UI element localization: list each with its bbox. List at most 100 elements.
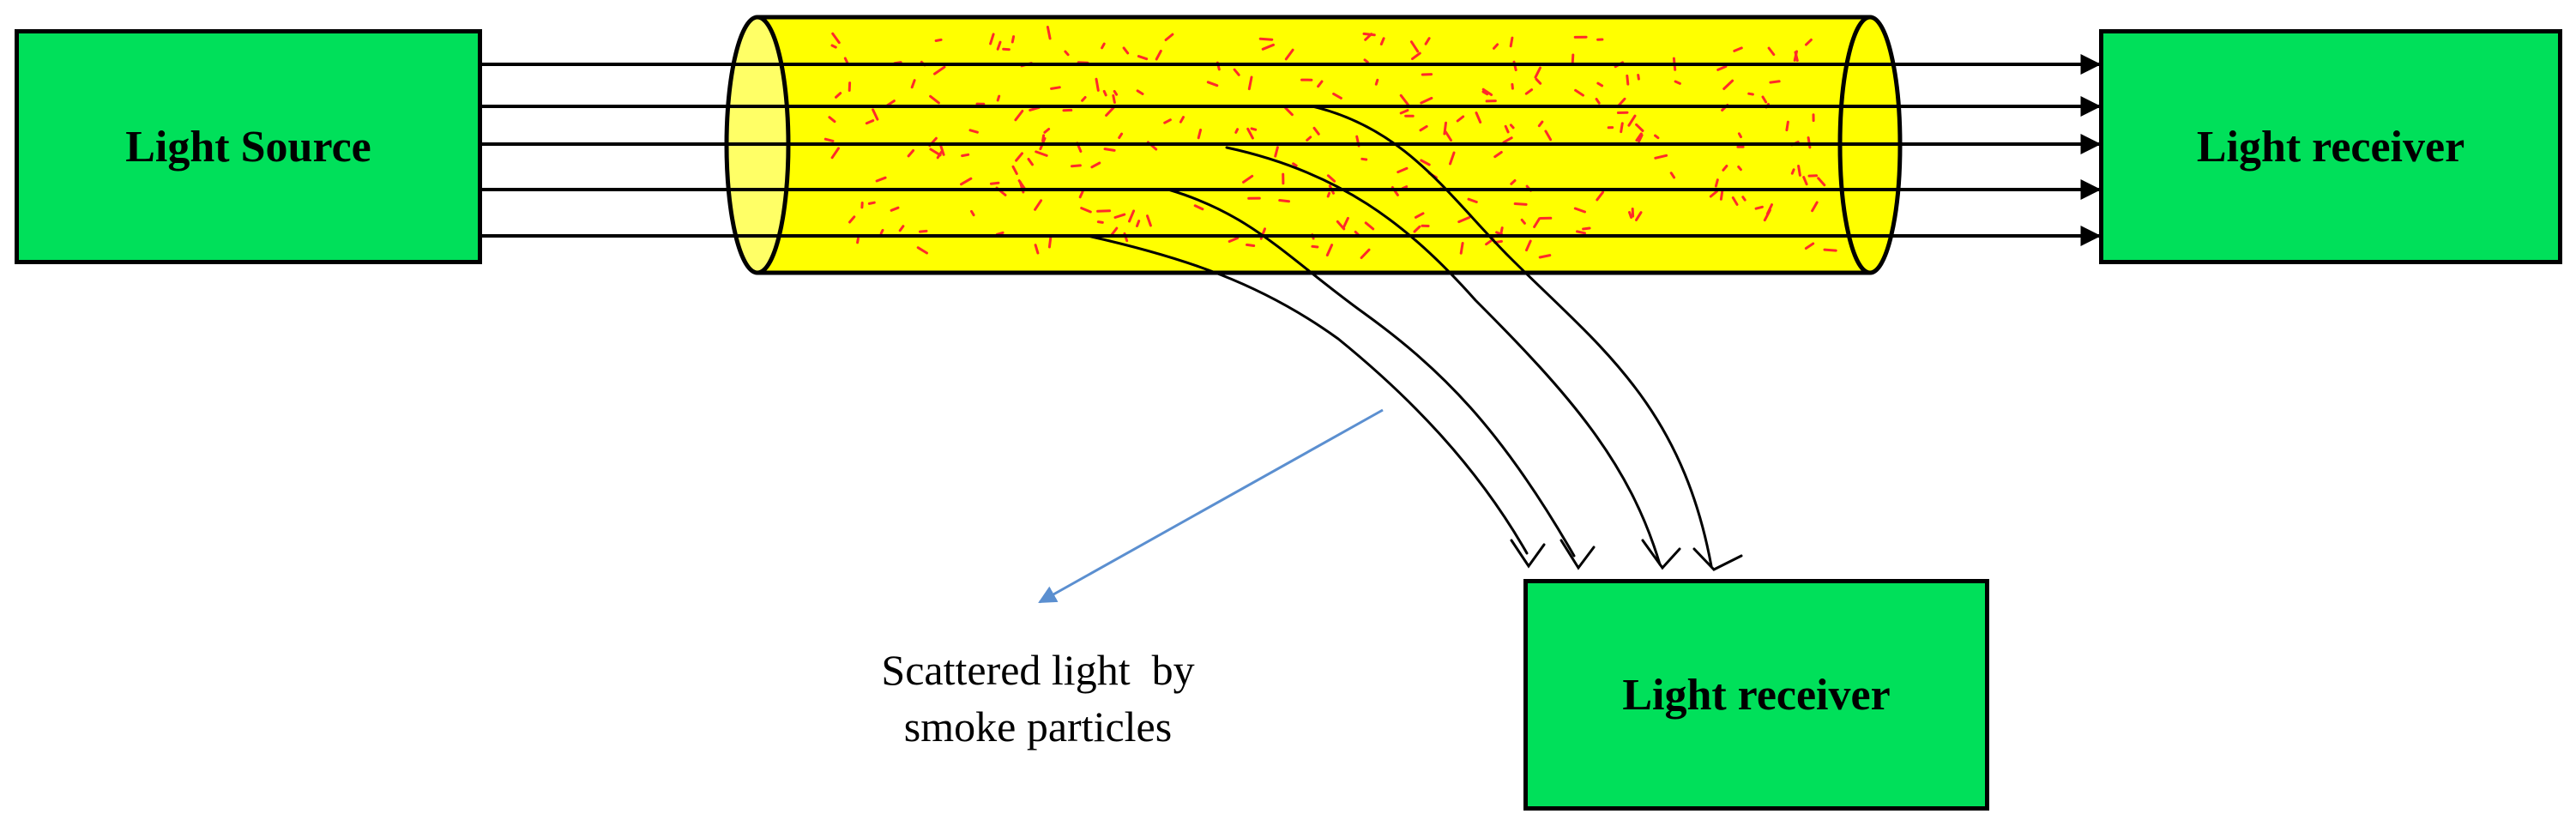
smoke-particle bbox=[933, 65, 946, 75]
smoke-particle bbox=[1332, 92, 1342, 99]
smoke-particle bbox=[1113, 89, 1119, 96]
smoke-particle bbox=[1250, 127, 1258, 131]
light-source-box: Light Source bbox=[15, 29, 482, 264]
smoke-particle bbox=[1737, 132, 1742, 139]
smoke-particle bbox=[1234, 128, 1240, 134]
smoke-particle bbox=[1533, 217, 1541, 228]
smoke-particle bbox=[1574, 88, 1584, 97]
smoke-particle bbox=[1193, 204, 1204, 211]
smoke-particle bbox=[910, 79, 916, 89]
scatter-receiver-box: Light receiver bbox=[1523, 579, 1989, 811]
smoke-particle bbox=[1419, 124, 1428, 132]
smoke-particle bbox=[989, 33, 995, 45]
smoke-particle bbox=[1722, 79, 1734, 90]
smoke-particle bbox=[1499, 226, 1504, 236]
smoke-particle bbox=[1002, 47, 1010, 51]
smoke-particle bbox=[1041, 134, 1046, 142]
smoke-particle bbox=[1628, 211, 1633, 219]
ray-tip-2 bbox=[1559, 539, 1596, 570]
smoke-particle bbox=[989, 181, 1000, 185]
smoke-particle bbox=[1080, 207, 1092, 214]
smoke-particle bbox=[828, 116, 836, 124]
smoke-particle bbox=[1509, 36, 1514, 48]
smoke-particle bbox=[1817, 177, 1826, 187]
smoke-particle bbox=[1493, 151, 1503, 159]
annotation-line-2: smoke particles bbox=[903, 702, 1173, 751]
smoke-particle bbox=[1047, 235, 1053, 249]
smoke-particle bbox=[1136, 89, 1144, 95]
smoke-particle bbox=[996, 94, 1001, 102]
smoke-particle bbox=[1459, 242, 1464, 255]
smoke-particle bbox=[961, 153, 970, 158]
smoke-particle bbox=[968, 129, 979, 134]
smoke-particle bbox=[929, 94, 940, 105]
smoke-particle bbox=[1716, 65, 1728, 71]
smoke-particle bbox=[856, 237, 860, 244]
scattered-light-annotation: Scattered light by smoke particles bbox=[772, 642, 1304, 755]
smoke-particle bbox=[1513, 202, 1528, 206]
smoke-particle bbox=[1793, 50, 1798, 62]
smoke-particle bbox=[1493, 43, 1499, 50]
smoke-particle bbox=[1635, 132, 1643, 142]
smoke-particle bbox=[1456, 115, 1465, 123]
smoke-particle bbox=[1103, 148, 1116, 152]
annotation-line-1: Scattered light by bbox=[881, 646, 1195, 694]
smoke-particle bbox=[831, 32, 841, 45]
smoke-particle bbox=[1626, 74, 1630, 86]
smoke-particle bbox=[879, 228, 884, 235]
ray-tip-1 bbox=[1510, 539, 1546, 569]
smoke-particle bbox=[1763, 208, 1771, 222]
smoke-particle bbox=[1481, 90, 1489, 96]
smoke-particle bbox=[1573, 207, 1586, 214]
smoke-particle bbox=[1325, 244, 1334, 256]
smoke-particle bbox=[1233, 68, 1240, 76]
smoke-particle bbox=[1034, 244, 1040, 255]
smoke-particle bbox=[1811, 201, 1819, 213]
smoke-particle bbox=[1137, 55, 1149, 61]
smoke-particle bbox=[1596, 81, 1604, 87]
smoke-particle bbox=[1015, 152, 1023, 162]
smoke-particle bbox=[830, 44, 837, 49]
smoke-particle bbox=[916, 246, 928, 255]
smoke-particle bbox=[1146, 214, 1152, 227]
smoke-particle bbox=[1747, 92, 1754, 96]
light-receiver-box: Light receiver bbox=[2099, 29, 2562, 264]
smoke-particle bbox=[1014, 110, 1024, 122]
smoke-particle bbox=[1741, 196, 1746, 202]
smoke-particle bbox=[1342, 216, 1349, 229]
smoke-particle bbox=[1326, 191, 1331, 198]
scattered-rays bbox=[1086, 105, 1713, 568]
scatter-receiver-label: Light receiver bbox=[1622, 670, 1891, 720]
smoke-particle bbox=[1363, 58, 1369, 63]
smoke-particle bbox=[1292, 162, 1298, 167]
smoke-particle bbox=[1445, 130, 1452, 142]
smoke-particle bbox=[1790, 168, 1795, 175]
smoke-particle bbox=[1537, 120, 1544, 128]
smoke-particle bbox=[1179, 116, 1185, 124]
smoke-particle bbox=[1534, 66, 1541, 79]
smoke-particle bbox=[1737, 166, 1742, 172]
smoke-particle bbox=[1027, 158, 1034, 166]
smoke-particle bbox=[1336, 220, 1346, 231]
smoke-particle bbox=[1424, 37, 1431, 45]
smoke-particle bbox=[1582, 226, 1591, 231]
smoke-particle bbox=[1374, 78, 1379, 86]
scattered-ray-1 bbox=[1086, 234, 1529, 555]
smoke-particle bbox=[1635, 211, 1643, 221]
smoke-particle bbox=[1096, 209, 1112, 213]
smoke-particle bbox=[1311, 244, 1319, 249]
smoke-particle bbox=[1101, 42, 1106, 50]
smoke-particle bbox=[1620, 122, 1624, 134]
smoke-particle bbox=[1136, 220, 1141, 227]
light-source-label: Light Source bbox=[125, 122, 371, 172]
smoke-particle bbox=[1312, 126, 1320, 136]
smoke-particle bbox=[1595, 98, 1601, 105]
smoke-particle bbox=[1449, 151, 1456, 166]
smoke-particle bbox=[1414, 212, 1425, 219]
smoke-particle bbox=[1397, 166, 1409, 174]
smoke-particle bbox=[1155, 50, 1162, 61]
smoke-particle bbox=[1284, 106, 1294, 117]
smoke-particle bbox=[1317, 80, 1324, 88]
smoke-particle bbox=[1535, 77, 1542, 85]
